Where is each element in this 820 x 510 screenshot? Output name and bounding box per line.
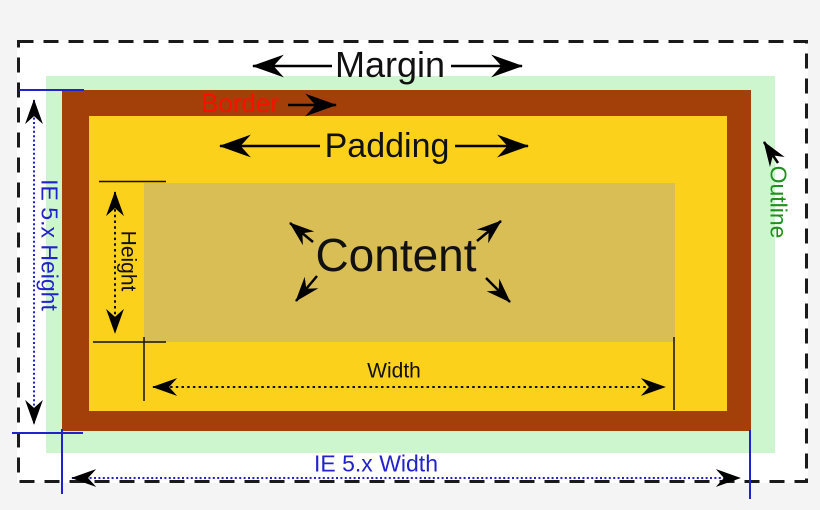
outline-label: Outline	[765, 165, 792, 239]
ie-width-label: IE 5.x Width	[314, 450, 438, 477]
ie-height-label: IE 5.x Height	[36, 179, 63, 311]
content-arrow-down-right-icon	[485, 277, 511, 303]
content-area	[144, 183, 675, 342]
padding-label: Padding	[324, 127, 450, 165]
content-label: Content	[315, 229, 477, 281]
content-arrow-down-left-icon	[295, 275, 319, 302]
content-arrow-up-right-icon	[476, 220, 502, 244]
dashed-boundary	[17, 40, 808, 483]
margin-label: Margin	[334, 44, 446, 85]
width-label: Width	[367, 359, 421, 383]
outline-arrow-icon	[762, 141, 785, 168]
content-arrow-up-left-icon	[289, 222, 315, 246]
border-label: Border	[200, 88, 280, 118]
height-label: Height	[116, 230, 140, 292]
